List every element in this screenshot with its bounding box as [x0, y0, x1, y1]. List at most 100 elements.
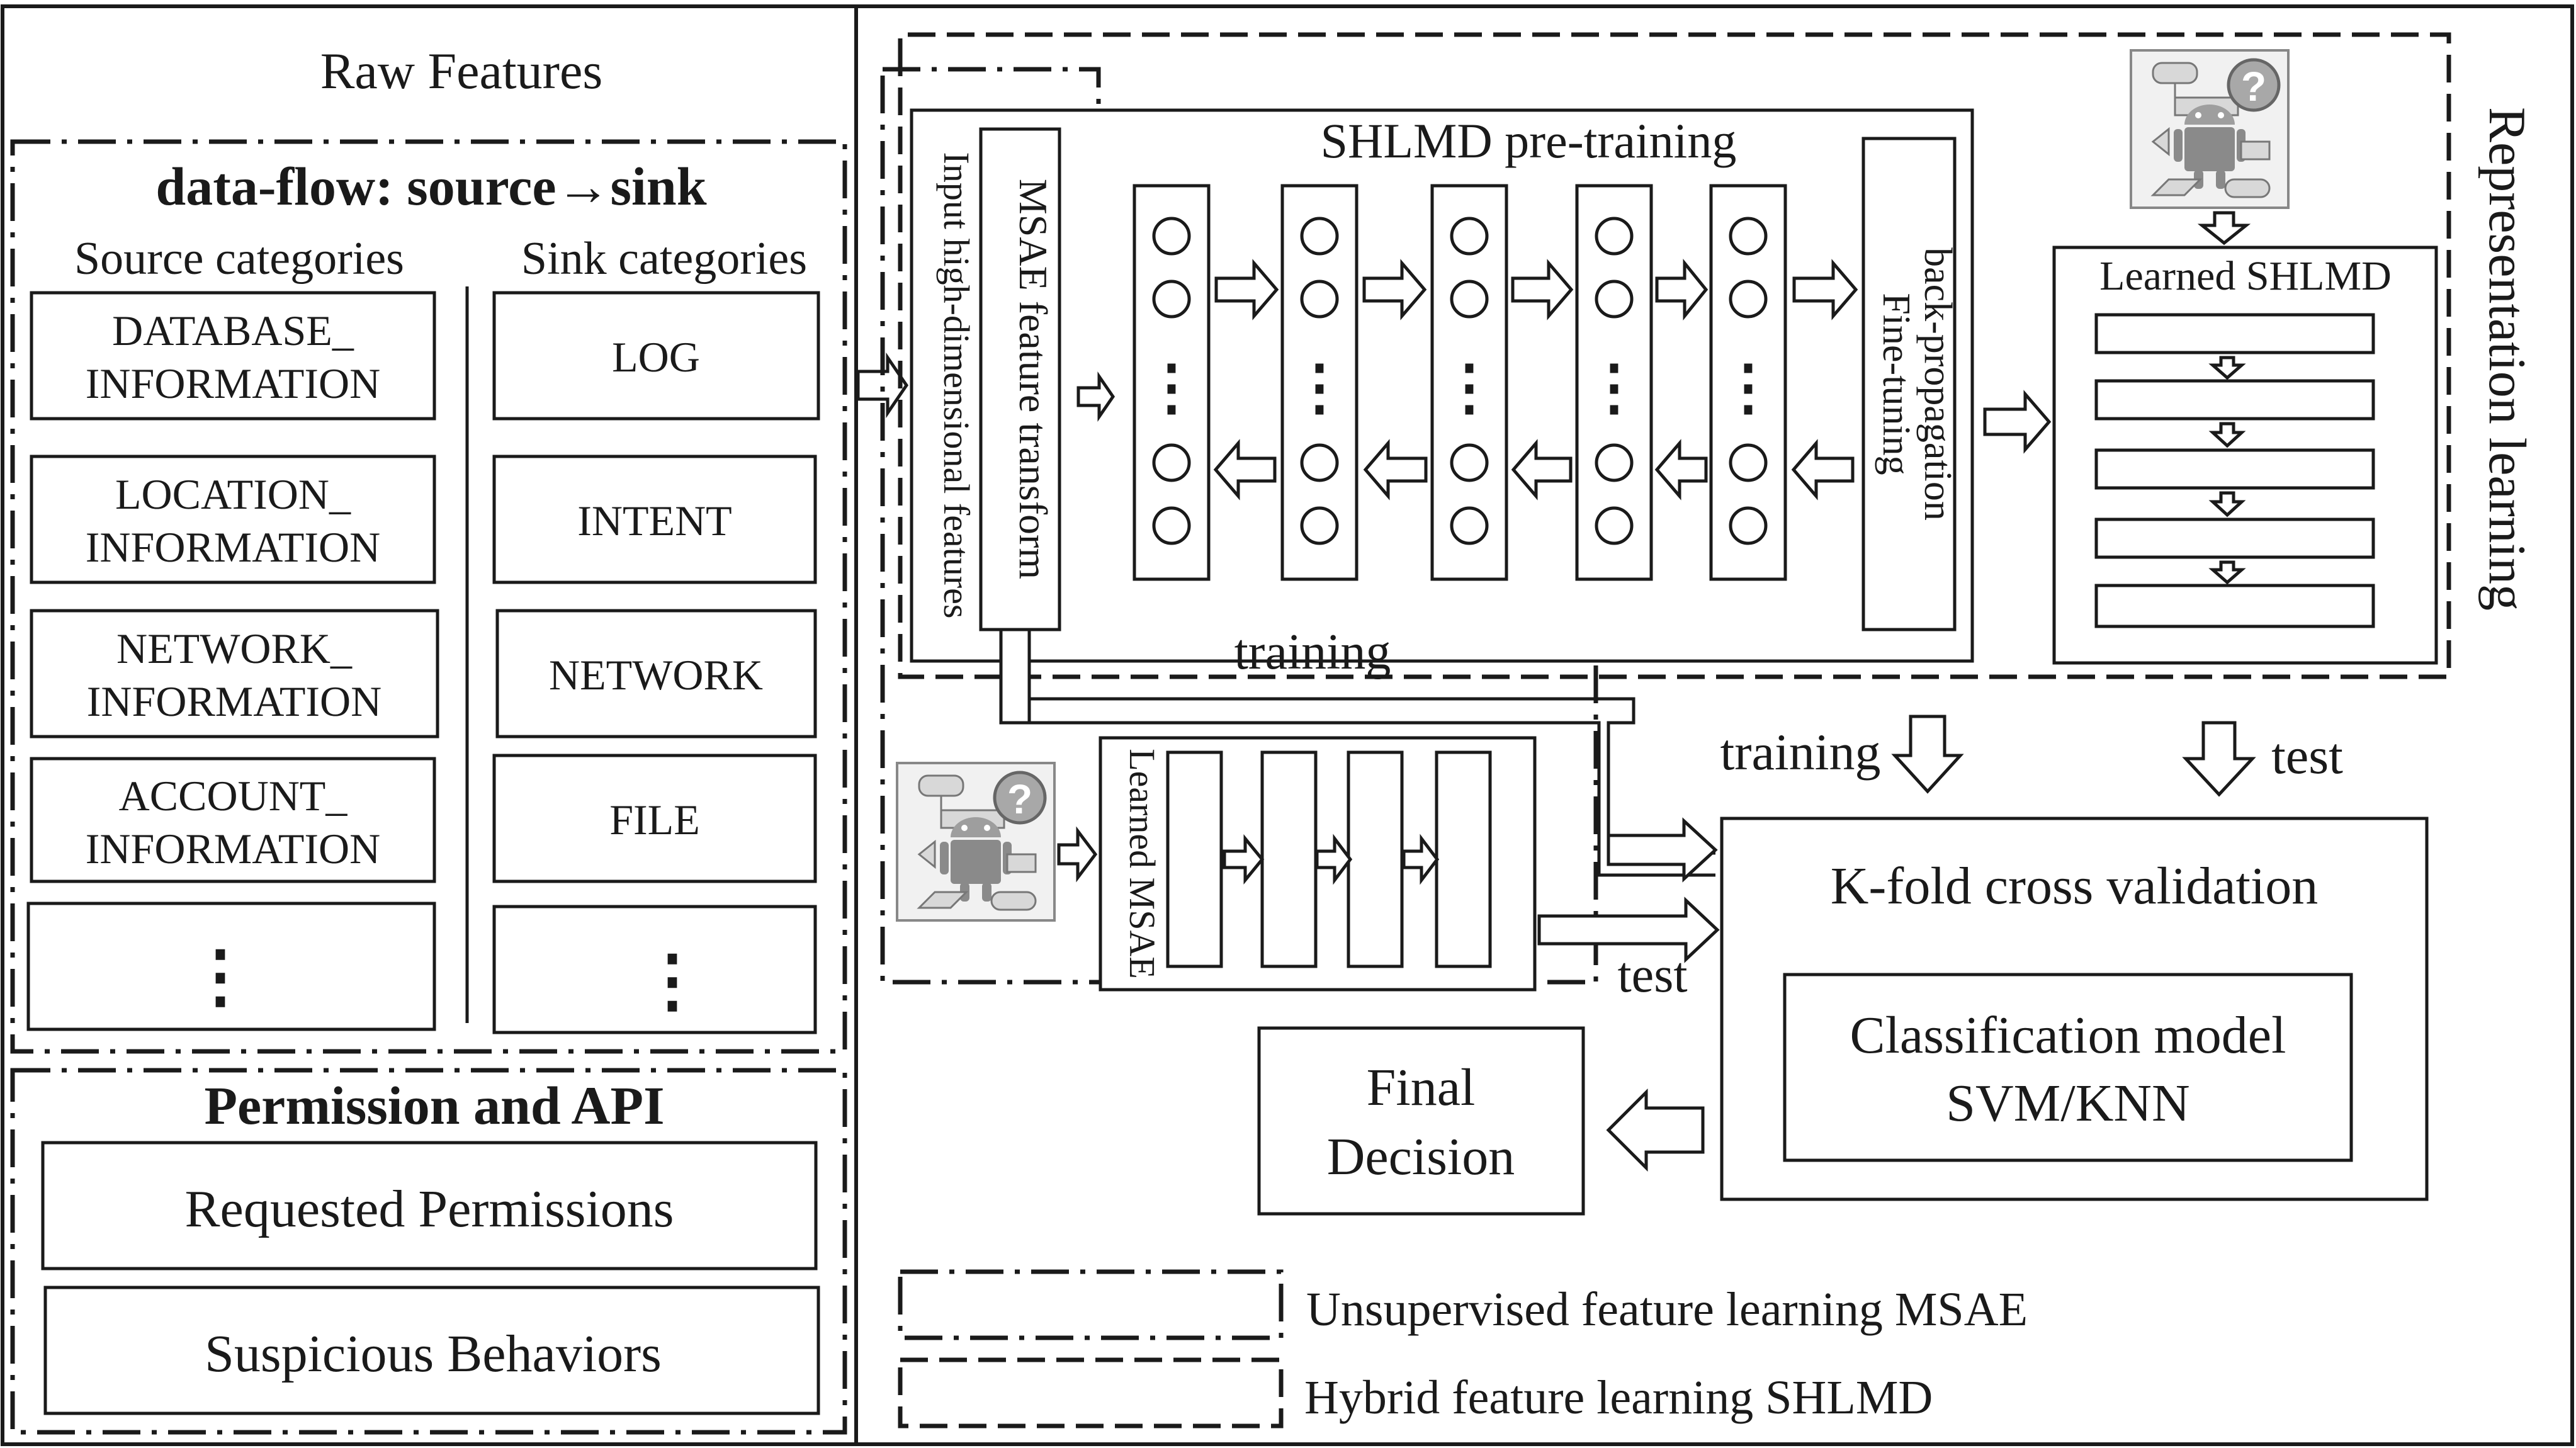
neuron [1152, 217, 1191, 256]
sink-label: LOG [612, 333, 700, 381]
suspicious-behaviors-label: Suspicious Behaviors [205, 1325, 662, 1383]
msae-layer-arrow [1223, 834, 1265, 885]
sink-box [495, 609, 817, 738]
neuron [1729, 217, 1768, 256]
sink-ellipsis: ⋮ [638, 942, 707, 1019]
forward-arrow [1362, 259, 1427, 320]
learned-shlmd-title: Learned SHLMD [2099, 253, 2392, 299]
finetuning-box [1861, 137, 1957, 631]
legend-label-msae: Unsupervised feature learning MSAE [1306, 1283, 2028, 1336]
msae-layer-arrow [1315, 834, 1353, 885]
msae-transform-label: MSAE feature transform [1011, 179, 1056, 579]
classification-label-line1: Classification model [1850, 1006, 2286, 1065]
training-down-arrow [1891, 715, 1964, 794]
legend-swatch-shlmd [898, 1357, 1284, 1428]
source-item: ⋮ [26, 902, 436, 1031]
sink-box [492, 905, 817, 1034]
source-categories-header: Source categories [74, 233, 404, 285]
backward-arrow [1791, 439, 1855, 501]
training-label: training [1720, 723, 1880, 781]
pretraining-title: SHLMD pre-training [1321, 113, 1737, 168]
network-layer: ⋮ [1133, 184, 1211, 581]
kfold-to-decision-arrow [1606, 1088, 1705, 1172]
sink-categories-header: Sink categories [521, 233, 807, 285]
neuron [1300, 217, 1339, 256]
msae-layer [1435, 750, 1492, 968]
learned-layer [2094, 448, 2375, 490]
neuron [1595, 506, 1634, 545]
sink-item: FILE [492, 754, 817, 883]
test-label-right: test [2271, 727, 2343, 784]
permission-group [10, 1068, 847, 1435]
input-features-label: Input high-dimensional features [936, 152, 977, 619]
source-label-line1: DATABASE_ [112, 307, 354, 354]
input-arrow [856, 352, 909, 419]
learned-layer [2094, 379, 2375, 421]
finetuning-label-line1: back-propagation [1916, 247, 1959, 521]
forward-arrow [1511, 259, 1574, 320]
neuron [1152, 506, 1191, 545]
backward-arrow [1511, 439, 1573, 501]
final-decision-box [1257, 1026, 1585, 1216]
kfold-label: K-fold cross validation [1831, 857, 2319, 915]
final-decision-line1: Final [1367, 1058, 1476, 1117]
source-label-line2: INFORMATION [87, 677, 381, 725]
source-label-line2: INFORMATION [86, 523, 380, 571]
forward-arrow [1214, 259, 1279, 320]
neuron [1450, 506, 1489, 545]
sink-label: FILE [609, 796, 700, 844]
training-connector [1029, 721, 1715, 877]
neuron [1450, 443, 1489, 482]
backward-arrow [1363, 439, 1428, 501]
sink-box [492, 754, 817, 883]
msae-transform-box [979, 127, 1061, 631]
representation-learning-label: Representation learning [2478, 107, 2536, 611]
learned-layer-arrow [2208, 491, 2246, 518]
neuron [1729, 506, 1768, 545]
msae-layer [1260, 750, 1318, 968]
neuron [1729, 443, 1768, 482]
msae-to-network-arrow [1076, 371, 1116, 422]
classification-label-line2: SVM/KNN [1946, 1074, 2189, 1133]
neuron [1729, 280, 1768, 319]
source-label-line2: INFORMATION [86, 359, 380, 407]
app-to-msae-arrow [1057, 826, 1098, 883]
backward-arrow [1213, 439, 1277, 501]
sink-item: LOG [492, 291, 820, 421]
neuron [1300, 506, 1339, 545]
source-item: ACCOUNT_ INFORMATION [30, 757, 436, 883]
legend: Unsupervised feature learning MSAE Hybri… [898, 1269, 2028, 1428]
sink-label: INTENT [577, 497, 732, 545]
neuron [1152, 443, 1191, 482]
neuron [1450, 280, 1489, 319]
network-layer: ⋮ [1709, 184, 1787, 581]
requested-permissions-label: Requested Permissions [185, 1180, 674, 1238]
neuron [1595, 280, 1634, 319]
neuron [1595, 443, 1634, 482]
dataflow-title: data-flow: source→sink [155, 156, 706, 217]
representation-learning-group [898, 32, 2451, 679]
sink-item: INTENT [492, 455, 817, 584]
learned-layer [2094, 313, 2375, 354]
legend-swatch-msae [898, 1269, 1284, 1340]
learned-layer [2094, 584, 2375, 628]
finetuning-label-line2: Fine-tuning [1875, 293, 1918, 475]
network-layer: ⋮ [1575, 184, 1653, 581]
source-box [30, 455, 436, 584]
neuron [1595, 217, 1634, 256]
source-label-line1: NETWORK_ [116, 625, 353, 672]
forward-arrow [1655, 258, 1709, 321]
neuron [1300, 280, 1339, 319]
msae-layer [1166, 750, 1223, 968]
pretraining-to-learned-arrow [1983, 390, 2052, 454]
source-box [26, 902, 436, 1031]
neuron [1152, 280, 1191, 319]
outer-frame [1, 4, 2574, 1446]
source-ellipsis: ⋮ [186, 938, 255, 1015]
msae-layer [1347, 750, 1404, 968]
msae-connector [999, 628, 1031, 725]
classification-box [1783, 973, 2353, 1162]
network-layer: ⋮ [1430, 184, 1508, 581]
forward-arrow [1792, 259, 1858, 320]
backward-arrow [1654, 439, 1708, 501]
